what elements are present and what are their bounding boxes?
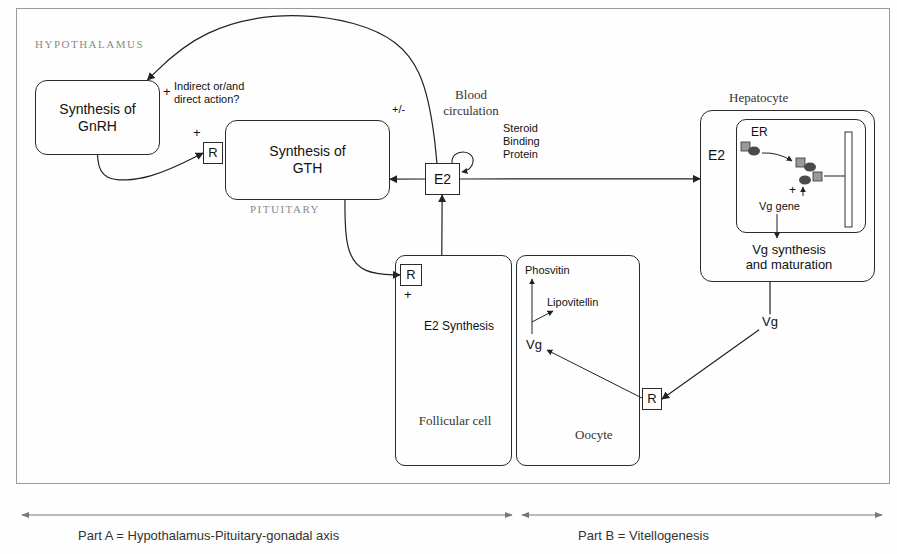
- process-box: Synthesis of GTH: [225, 120, 390, 200]
- protein-label: Phosvitin: [525, 264, 570, 277]
- connector-label: +/-: [392, 103, 405, 116]
- receptor-box: R: [400, 264, 422, 286]
- sign-label: +: [789, 184, 796, 198]
- process-label: E2 Synthesis: [424, 320, 494, 334]
- arrow-connector: [345, 200, 400, 275]
- arrow-connector: [390, 178, 425, 179]
- yolk-cleavage-arrow: [532, 279, 533, 334]
- cell-heading: Follicular cell: [418, 414, 492, 429]
- protein-label: Lipovitellin: [547, 296, 598, 309]
- nucleus-box: ER + Vg gene: [736, 119, 866, 233]
- promoter-link: [824, 176, 845, 177]
- arrow-connector: [98, 153, 204, 180]
- hormone-label: E2: [708, 147, 725, 163]
- receptor-label: R: [647, 391, 656, 407]
- receptor-label: R: [406, 267, 415, 283]
- cell-box: HepatocyteE2Vg synthesis and maturationE…: [700, 110, 875, 282]
- connector-label: Indirect or/and direct action?: [174, 80, 258, 106]
- activation-tick: [803, 187, 804, 196]
- arrow-connector: [148, 16, 437, 163]
- figure-frame: [17, 9, 890, 484]
- process-box: Synthesis of GnRH: [35, 80, 160, 155]
- organelle-label: ER: [751, 126, 768, 140]
- dna-strand: [845, 132, 852, 227]
- cell-box: E2 SynthesisFollicular cell R: [395, 255, 512, 466]
- sign-label: +: [193, 125, 201, 141]
- arrow-connector: [441, 195, 443, 255]
- cell-heading: Hepatocyte: [729, 91, 788, 106]
- receptor-symbol: [796, 158, 805, 167]
- receptor-label: R: [208, 145, 217, 161]
- part-caption: Part A = Hypothalamus-Pituitary-gonadal …: [78, 528, 339, 544]
- sign-label: +: [404, 287, 412, 303]
- arrow-connector: [460, 178, 700, 179]
- hormone-receptor-complex: [799, 176, 811, 185]
- part-caption: Part B = Vitellogenesis: [578, 528, 709, 544]
- yolk-cleavage-arrow: [532, 311, 553, 322]
- box-label: Synthesis of GTH: [262, 143, 354, 177]
- hormone-receptor-complex: [748, 147, 760, 156]
- connector-label: Steroid Binding Protein: [503, 122, 549, 162]
- part-span-arrow: [22, 515, 512, 516]
- receptor-symbol: [813, 172, 822, 181]
- receptor-box: R: [642, 388, 662, 410]
- receptor-box: R: [203, 142, 223, 164]
- region-label: PITUITARY: [250, 203, 320, 216]
- cell-box: PhosvitinLipovitellinVgOocyte: [516, 255, 640, 466]
- box-label: Synthesis of GnRH: [52, 101, 144, 135]
- hormone-label: E2: [434, 171, 451, 188]
- process-label: Vg synthesis and maturation: [741, 243, 837, 273]
- hormone-receptor-complex: [804, 163, 816, 172]
- connector-label: Vg: [759, 314, 781, 330]
- cell-heading: Oocyte: [575, 428, 613, 443]
- hormone-box: E2: [425, 163, 460, 195]
- arrow-connector: [662, 282, 770, 399]
- sign-label: +: [163, 84, 171, 100]
- protein-label: Vg: [526, 338, 542, 353]
- region-label: Blood circulation: [440, 87, 502, 118]
- transcription-arrow: [777, 214, 778, 238]
- part-span-arrow: [522, 515, 882, 516]
- gene-label: Vg gene: [759, 200, 800, 213]
- region-label: HYPOTHALAMUS: [35, 38, 144, 51]
- binding-arrow: [762, 153, 792, 161]
- vg-uptake-arrow: [547, 350, 642, 398]
